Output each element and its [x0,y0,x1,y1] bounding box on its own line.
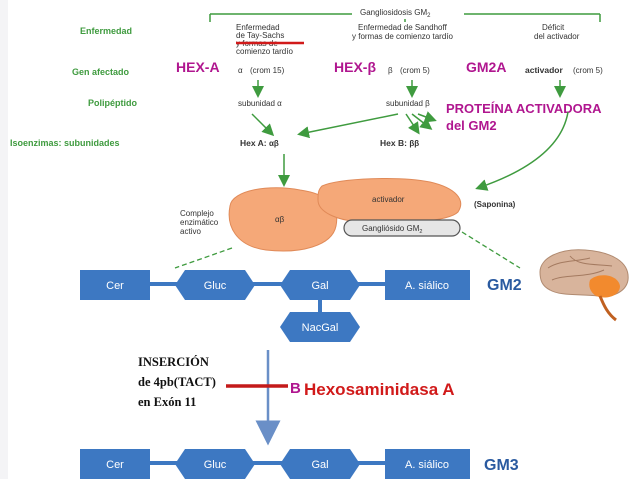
dashed-line-left [174,247,233,269]
label-gm3: GM3 [484,457,519,474]
enzyme-hexosaminidasa-a: Hexosaminidasa A [304,380,455,399]
left-edge-strip [0,0,8,479]
svg-text:Déficit: Déficit [542,23,565,32]
gm3-box-sialico [385,449,470,479]
arrow-beta-to-hexb-2 [411,113,433,130]
gm3-hex-gluc [175,449,255,479]
row-label-isoenzimas: Isoenzimas: subunidades [10,138,120,148]
nacgal-label: NacGal [302,322,339,334]
gm2-row: Cer Gluc Gal A. siálico [80,270,470,300]
arrow-alpha-to-hexa [251,113,275,137]
svg-text:activo: activo [180,227,201,236]
gene-activador: activador [525,65,563,75]
svg-text:enzimático: enzimático [180,218,219,227]
gm2-hex-nacgal [280,312,360,342]
disease-col3: Déficit del activador [534,23,580,41]
gm2-hex-gal [280,270,360,300]
annotation-del-gm2: del GM2 [446,118,497,133]
gene-beta-crom: (crom 5) [400,66,430,75]
hexa-blob [228,187,338,252]
svg-text:Gluc: Gluc [204,459,227,471]
polypeptide-beta: subunidad β [386,99,430,108]
polypeptide-alpha: subunidad α [238,99,282,108]
title-gangliosidosis: Gangliosidosis GM2 [360,8,431,19]
arrow-beta-to-hexa [297,113,399,139]
row-label-enfermedad: Enfermedad [80,26,132,36]
row-label-polipeptido: Polipéptido [88,98,137,108]
svg-text:Cer: Cer [106,280,124,292]
svg-text:del activador: del activador [534,32,580,41]
annotation-gm2a: GM2A [466,59,506,75]
isoenzyme-hexa: Hex A: αβ [240,138,279,148]
gm2-box-cer [80,270,150,300]
svg-text:Enfermedad: Enfermedad [236,23,280,32]
disease-col1: Enfermedad de Tay-Sachs y formas de comi… [236,23,304,56]
svg-text:Cer: Cer [106,459,124,471]
gene-beta: β [388,66,393,75]
enzyme-mark-b: B [290,380,301,397]
svg-text:en Exón 11: en Exón 11 [138,395,196,409]
label-gm2: GM2 [487,277,522,294]
svg-text:comienzo tardío: comienzo tardío [236,47,293,56]
complex-label: Complejo enzimático activo [180,209,219,236]
gm3-box-cer [80,449,150,479]
svg-text:de Tay-Sachs: de Tay-Sachs [236,31,284,40]
gm3-row: Cer Gluc Gal A. siálico [80,449,470,479]
ganglioside-label: Gangliósido GM2 [362,224,422,235]
activador-blob-label: activador [372,195,405,204]
annotation-proteina-activadora: PROTEÍNA ACTIVADORA [446,101,602,116]
svg-text:INSERCIÓN: INSERCIÓN [138,355,209,369]
svg-text:Gal: Gal [311,459,328,471]
gene-activador-crom: (crom 5) [573,66,603,75]
dashed-line-right [461,231,521,269]
svg-text:A. siálico: A. siálico [405,459,449,471]
annotation-hex-b: HEX-β [334,59,376,75]
isoenzyme-hexb: Hex B: ββ [380,138,419,148]
ganglioside-pill [343,219,461,237]
brain-icon [539,249,629,322]
svg-text:A. siálico: A. siálico [405,280,449,292]
svg-text:Gal: Gal [311,280,328,292]
arrow-beta-to-hexb-1 [405,113,420,135]
gene-alpha: α [238,66,243,75]
annotation-hex-a: HEX-A [176,59,220,75]
gm3-hex-gal [280,449,360,479]
hexa-blob-label: αβ [275,215,285,224]
insertion-note: INSERCIÓN de 4pb(TACT) en Exón 11 [138,355,216,409]
svg-text:y formas de comienzo tardío: y formas de comienzo tardío [352,32,453,41]
svg-text:de 4pb(TACT): de 4pb(TACT) [138,375,216,389]
arrow-beta-to-hexb-3 [417,111,437,123]
disease-col2: Enfermedad de Sandhoff y formas de comie… [352,23,453,41]
arrow-activador-to-complex [475,111,569,191]
row-label-gen: Gen afectado [72,67,130,77]
svg-text:Enfermedad de Sandhoff: Enfermedad de Sandhoff [358,23,448,32]
svg-text:Complejo: Complejo [180,209,214,218]
svg-text:Gluc: Gluc [204,280,227,292]
gm2-box-sialico [385,270,470,300]
annotation-saponina: (Saponina) [474,200,516,209]
gm2-hex-gluc [175,270,255,300]
gene-alpha-crom: (crom 15) [250,66,285,75]
